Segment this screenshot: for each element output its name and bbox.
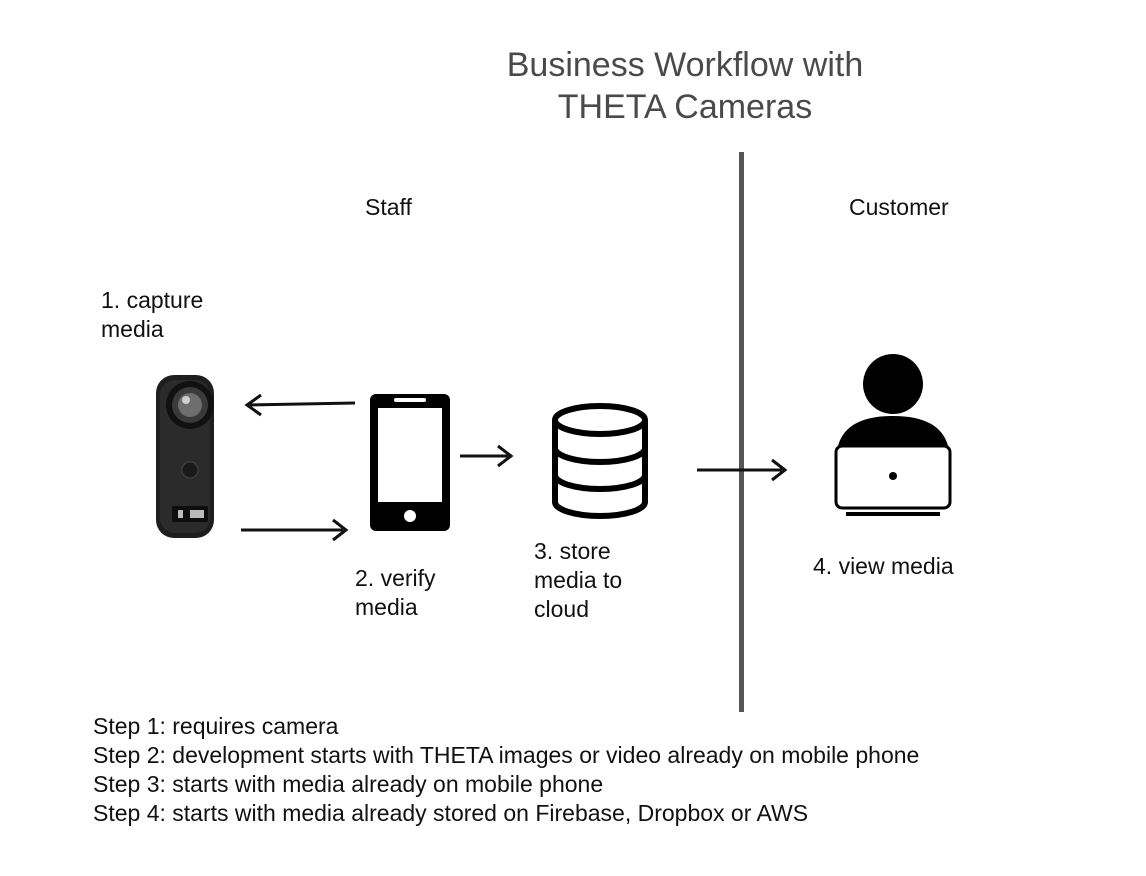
diagram-title: Business Workflow with THETA Cameras [470,44,900,128]
lane-label-customer: Customer [849,194,949,220]
theta-camera [156,375,214,538]
title-line-2: THETA Cameras [557,88,813,126]
title-line-1: Business Workflow with [506,46,864,84]
lane-divider [739,152,744,712]
note-step-4: Step 4: starts with media already stored… [93,800,809,826]
arrow-camera-to-phone [241,518,349,542]
mobile-phone-icon [370,394,450,531]
note-step-2: Step 2: development starts with THETA im… [93,742,920,768]
step-label-view: 4. view media [813,553,954,579]
note-step-3: Step 3: starts with media already on mob… [93,771,604,797]
arrow-phone-to-cloud [460,444,514,468]
step-label-verify: 2. verify media [355,565,436,620]
note-step-1: Step 1: requires camera [93,713,339,739]
lane-label-staff: Staff [365,194,412,220]
step-label-capture: 1. capture media [101,287,204,342]
step-notes: Step 1: requires camera Step 2: developm… [93,712,919,828]
database-icon [552,403,648,519]
step-label-store: 3. store media to cloud [534,538,623,622]
arrow-cloud-to-customer [697,458,788,482]
arrow-phone-to-camera [244,393,356,417]
person-laptop-icon [834,354,952,516]
